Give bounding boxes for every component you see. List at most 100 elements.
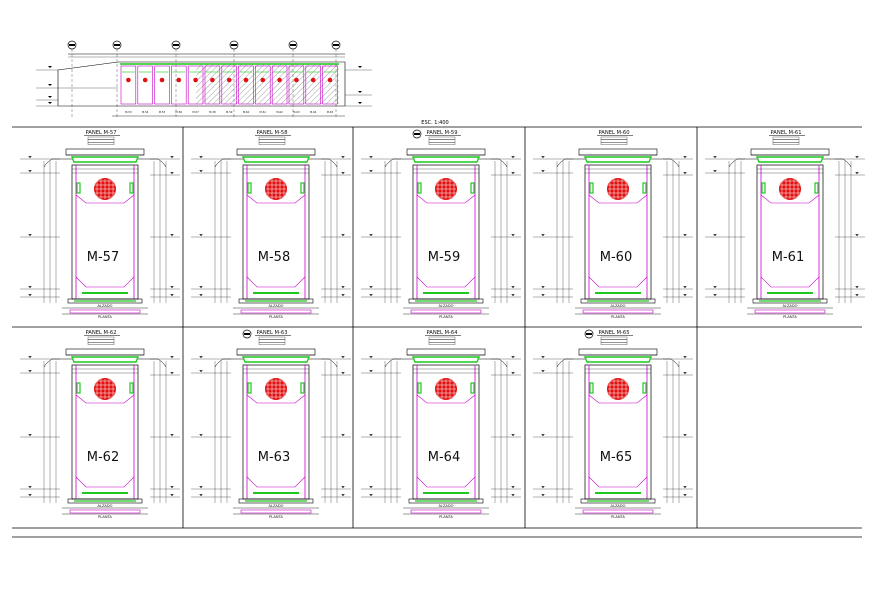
level-triangle xyxy=(683,486,687,488)
level-triangle xyxy=(341,486,345,488)
crown-beam xyxy=(241,156,311,163)
base-plate xyxy=(580,498,656,504)
level-triangle xyxy=(541,370,545,372)
alzado-label: ALZADO xyxy=(98,304,113,308)
segment-outline xyxy=(238,65,254,105)
upper-chamfer xyxy=(588,194,648,204)
panel-legend-row xyxy=(600,339,628,343)
level-triangle xyxy=(28,170,32,172)
segment-dot xyxy=(210,77,215,83)
scale-label: ESC. 1:400 xyxy=(421,120,448,126)
panel-legend-row xyxy=(258,342,286,345)
panel-id-label: M-65 xyxy=(600,450,632,465)
level-triangle xyxy=(855,234,859,236)
panel-title: PANEL M-63 xyxy=(257,330,288,336)
segment-outline xyxy=(288,65,305,105)
level-triangle xyxy=(511,356,515,358)
segment-dot xyxy=(310,77,316,83)
level-triangle xyxy=(170,294,174,296)
panel-legend-row xyxy=(87,339,115,343)
crown-beam xyxy=(411,156,481,163)
level-triangle xyxy=(713,234,717,236)
panel-legend-row xyxy=(428,136,456,140)
crown-curves xyxy=(214,358,338,368)
segment-dot xyxy=(226,77,232,83)
level-triangle xyxy=(369,170,373,172)
elevation-segment: M-55 xyxy=(154,65,170,114)
level-triangle xyxy=(199,156,203,158)
side-mark-right xyxy=(470,382,475,394)
elevation-segment: M-53 xyxy=(120,65,137,114)
lower-chamfer xyxy=(416,476,476,488)
level-triangle xyxy=(28,234,32,236)
planta-label: PLANTA xyxy=(439,515,453,519)
grid-marker-5 xyxy=(288,40,298,118)
side-mark-right xyxy=(642,382,647,394)
base-plate xyxy=(67,498,143,504)
segment-label: M-60 xyxy=(243,110,250,114)
planta-strip xyxy=(69,509,141,514)
segment-dot xyxy=(159,77,165,83)
panel-id-label: M-63 xyxy=(258,450,290,465)
planta-strip xyxy=(240,509,312,514)
panel-legend-row xyxy=(600,336,628,340)
panel-legend-row xyxy=(258,336,286,340)
level-triangle xyxy=(511,156,515,158)
level-triangle xyxy=(369,286,373,288)
level-triangle xyxy=(170,286,174,288)
level-triangle xyxy=(199,170,203,172)
level-triangle xyxy=(541,494,545,496)
panel-legend-row xyxy=(258,142,286,145)
base-plate xyxy=(67,298,143,304)
top-cap xyxy=(578,148,658,156)
crown-beam xyxy=(241,356,311,363)
upper-chamfer xyxy=(75,194,135,204)
segment-dot xyxy=(277,77,282,83)
segment-label: M-57 xyxy=(192,110,199,114)
panel-id-label: M-61 xyxy=(772,250,804,265)
panel-title: PANEL M-57 xyxy=(86,130,117,136)
top-cap xyxy=(236,148,316,156)
level-triangle xyxy=(341,494,345,496)
side-mark-right xyxy=(129,182,134,194)
top-cap xyxy=(406,148,486,156)
elevation-segment: M-59 xyxy=(221,65,237,114)
level-triangle xyxy=(713,156,717,158)
level-triangle xyxy=(170,434,174,436)
segment-label: M-54 xyxy=(142,110,149,114)
panel-title: PANEL M-60 xyxy=(599,130,630,136)
upper-chamfer xyxy=(246,394,306,404)
panel-legend-row xyxy=(772,142,800,145)
level-triangle xyxy=(541,286,545,288)
level-triangle xyxy=(541,356,545,358)
segment-outline xyxy=(204,65,221,105)
side-mark-left xyxy=(417,182,422,194)
level-triangle xyxy=(713,286,717,288)
side-mark-left xyxy=(761,182,766,194)
level-triangle xyxy=(369,156,373,158)
segment-outline xyxy=(305,65,321,105)
panel-title: PANEL M-61 xyxy=(771,130,802,136)
level-triangle xyxy=(170,234,174,236)
planta-strip xyxy=(240,309,312,314)
panel-legend-row xyxy=(428,139,456,143)
planta-label: PLANTA xyxy=(98,315,112,319)
level-triangle xyxy=(683,286,687,288)
level-triangle xyxy=(713,170,717,172)
upper-chamfer xyxy=(760,194,820,204)
segment-outline xyxy=(154,65,170,105)
planta-label: PLANTA xyxy=(269,315,283,319)
level-triangle xyxy=(341,172,345,174)
panel-legend-row xyxy=(258,139,286,143)
level-triangle xyxy=(341,372,345,374)
lower-chamfer xyxy=(416,276,476,288)
level-triangle xyxy=(511,172,515,174)
level-triangle xyxy=(28,356,32,358)
panel-legend-row xyxy=(428,142,456,145)
top-cap xyxy=(578,348,658,356)
